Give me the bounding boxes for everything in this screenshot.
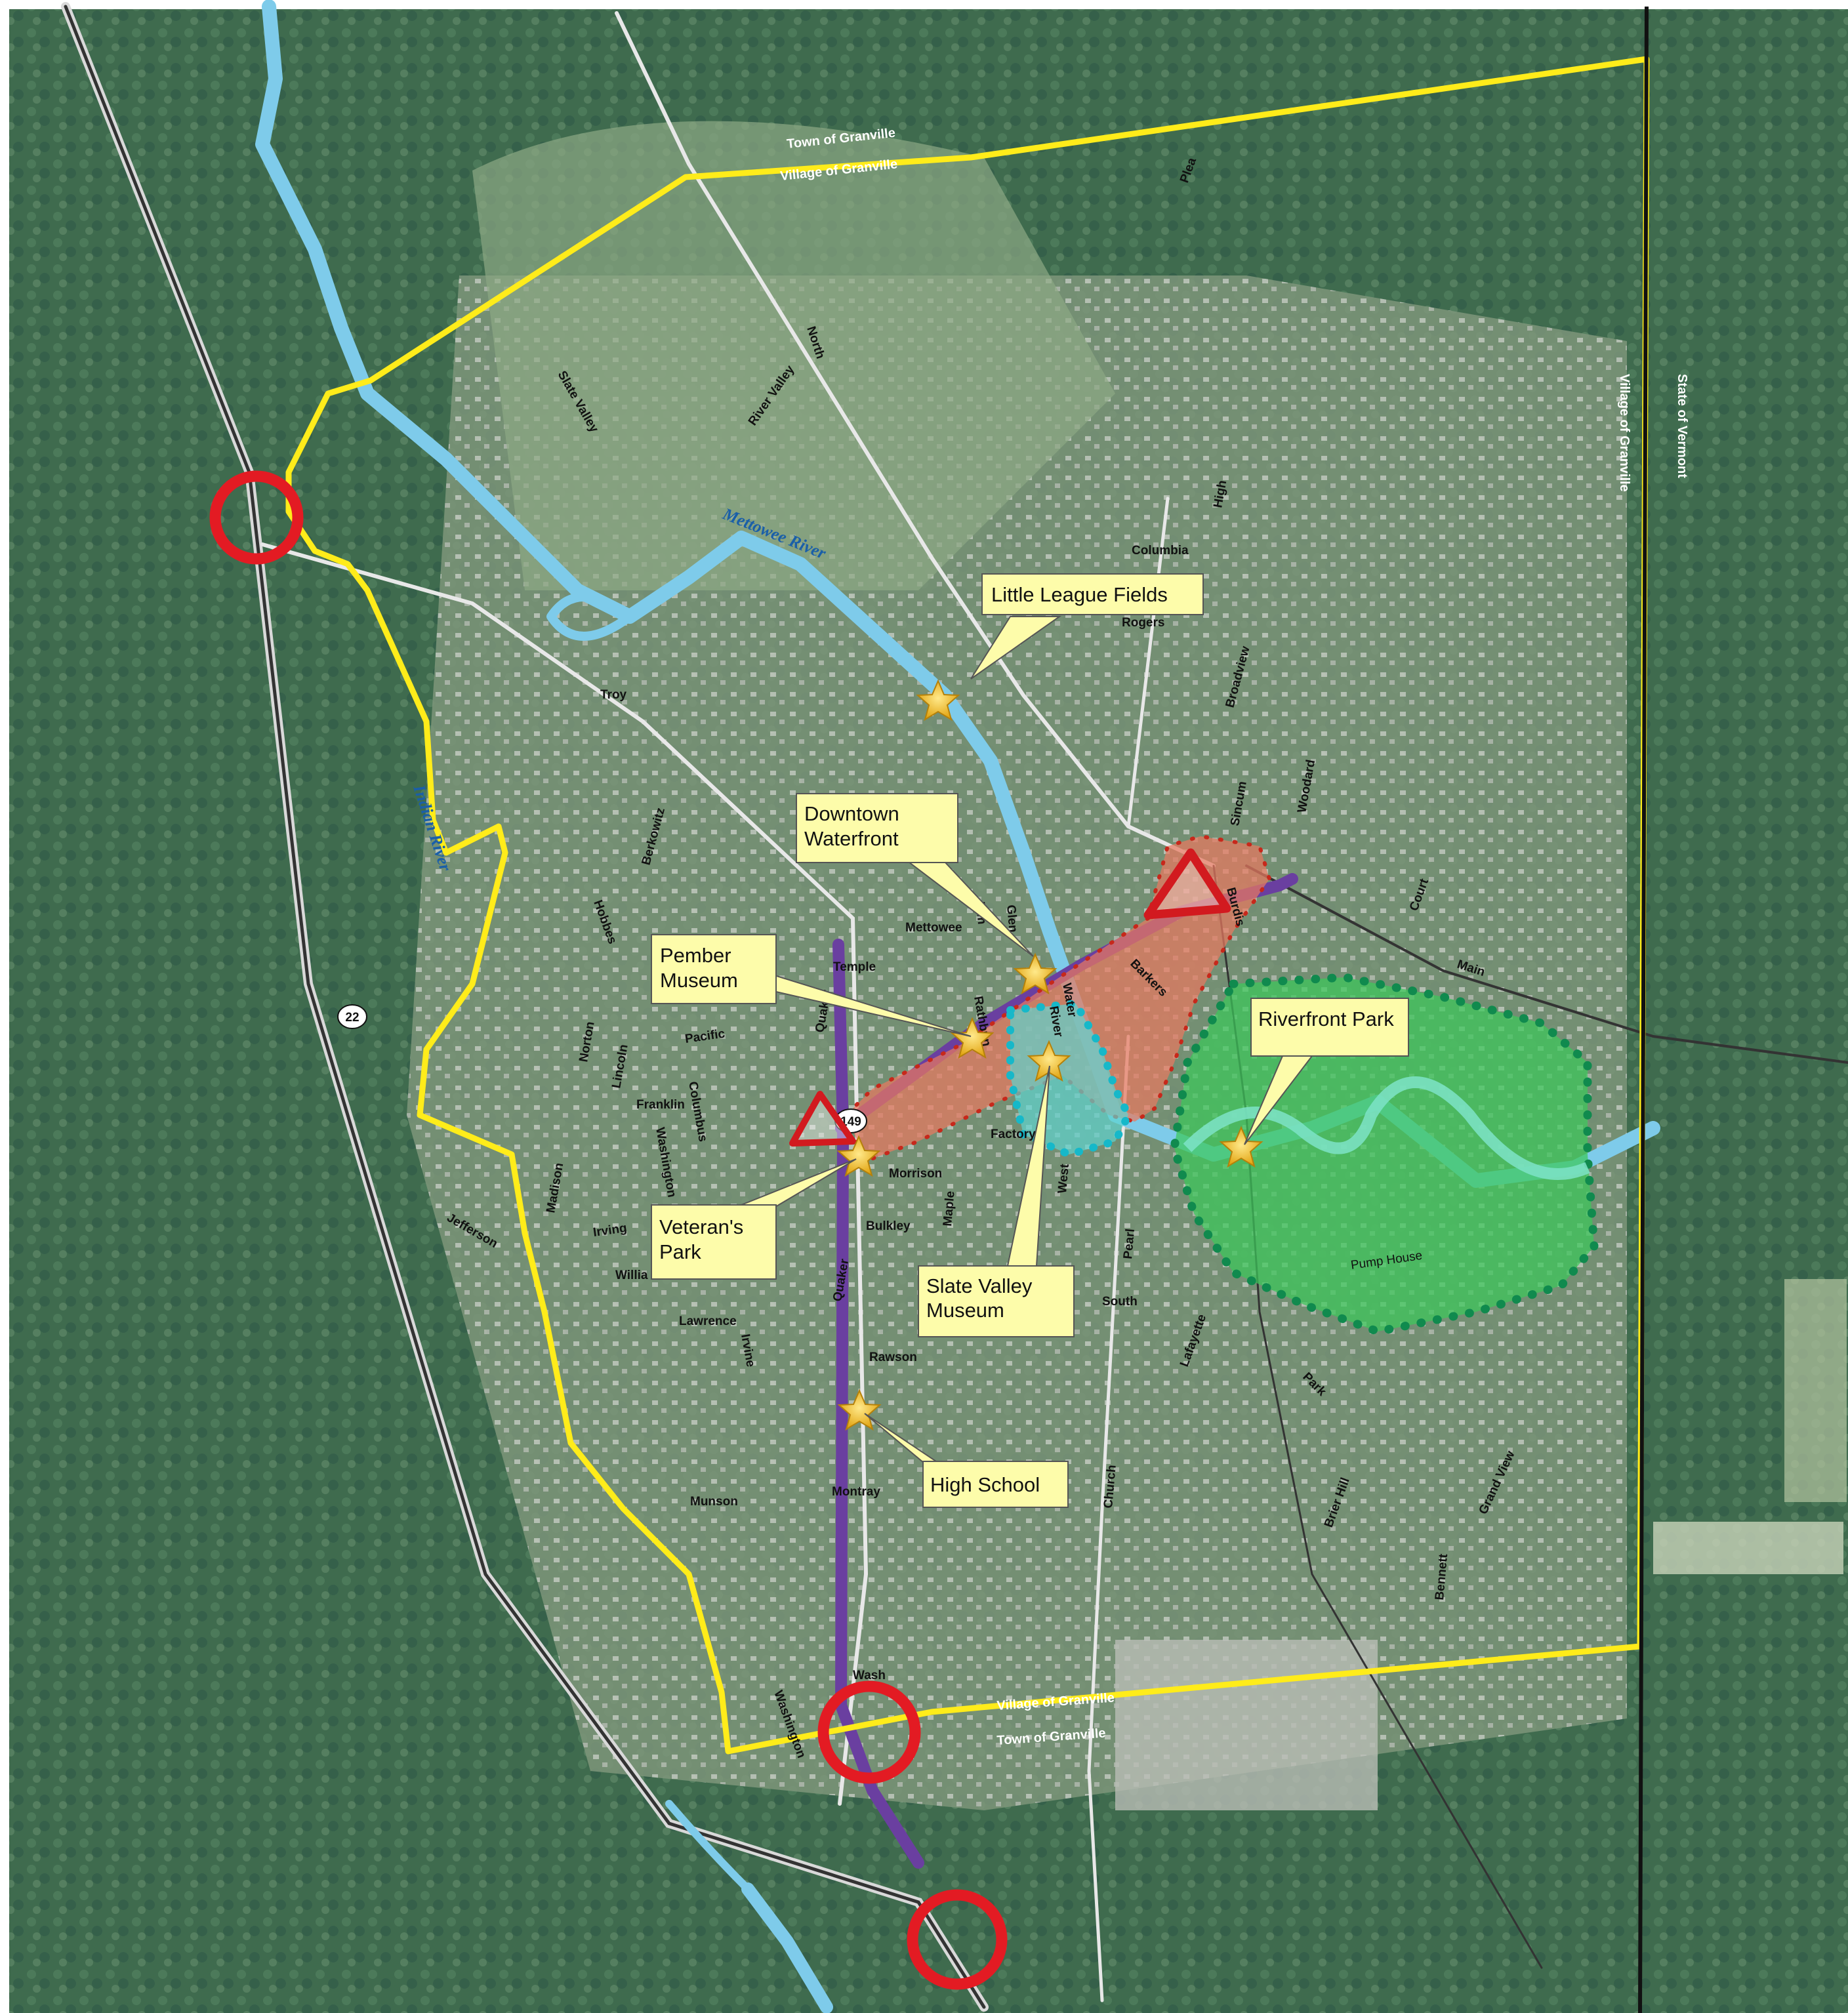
street-label: West xyxy=(1056,1163,1072,1194)
callout-slate-text-1: Slate Valley xyxy=(926,1274,1033,1297)
gateway-circle-northwest xyxy=(209,470,304,565)
street-label: South xyxy=(1102,1295,1138,1309)
callout-little-league-text: Little League Fields xyxy=(991,583,1168,606)
industrial-area xyxy=(1115,1640,1378,1810)
callout-downtown-text-2: Waterfront xyxy=(804,827,899,850)
callout-pember[interactable]: Pember Museum xyxy=(651,934,972,1037)
callout-riverfront[interactable]: Riverfront Park xyxy=(1244,998,1409,1145)
street-label: Rogers xyxy=(1122,616,1164,630)
star-downtown xyxy=(1013,952,1057,995)
route-22-shield: 22 xyxy=(337,1004,367,1029)
star-markers xyxy=(836,679,1263,1431)
street-label: Morrison xyxy=(889,1167,942,1181)
village-boundary xyxy=(285,56,1650,1755)
street-label: Rawson xyxy=(869,1351,917,1364)
street-label: Montray xyxy=(832,1485,880,1499)
callout-veterans[interactable]: Veteran's Park xyxy=(651,1158,857,1280)
route-149 xyxy=(832,939,924,1869)
star-little-league xyxy=(916,679,960,722)
street-label: Temple xyxy=(833,960,876,974)
callout-riverfront-text: Riverfront Park xyxy=(1258,1007,1394,1030)
callout-downtown[interactable]: Downtown Waterfront xyxy=(796,793,1034,957)
street-label: Columbia xyxy=(1132,544,1189,558)
open-fields xyxy=(472,121,1115,591)
callout-veterans-text-1: Veteran's xyxy=(659,1215,743,1238)
callout-highschool-text: High School xyxy=(930,1473,1040,1496)
star-riverfront xyxy=(1219,1126,1263,1168)
street-label: Troy xyxy=(600,688,627,702)
gateway-triangle-east xyxy=(1143,848,1231,920)
callout-highschool[interactable]: High School xyxy=(864,1413,1069,1508)
callout-pember-text-1: Pember xyxy=(660,944,731,967)
svg-text:22: 22 xyxy=(345,1011,359,1025)
street-label: Willia xyxy=(615,1269,648,1282)
street-label: Mettowee xyxy=(905,921,962,935)
callout-slate[interactable]: Slate Valley Museum xyxy=(918,1065,1075,1337)
street-label: Munson xyxy=(690,1495,738,1509)
callout-slate-text-2: Museum xyxy=(926,1299,1004,1322)
star-high-school xyxy=(837,1389,882,1431)
gateway-circle-southeast xyxy=(907,1889,1008,1990)
street-label: Pearl xyxy=(1121,1228,1138,1259)
state-line xyxy=(1638,6,1649,2013)
callout-little-league[interactable]: Little League Fields xyxy=(970,573,1204,680)
star-veterans xyxy=(836,1135,881,1177)
callout-veterans-text-2: Park xyxy=(659,1240,701,1263)
street-label: Bulkley xyxy=(866,1219,911,1233)
street-label: Franklin xyxy=(636,1098,685,1112)
gateway-triangle-west xyxy=(789,1091,856,1147)
callout-downtown-text-1: Downtown xyxy=(804,802,899,825)
village-of-granville-label-right: Village of Granville xyxy=(1617,374,1632,492)
gateway-circle-south xyxy=(817,1680,921,1784)
street-label: Lawrence xyxy=(679,1314,737,1328)
callout-pember-text-2: Museum xyxy=(660,969,738,992)
street-label: Maple xyxy=(941,1190,958,1227)
street-label: Factory xyxy=(991,1128,1036,1141)
street-label: Wash xyxy=(853,1669,886,1682)
state-of-vermont-label: State of Vermont xyxy=(1675,374,1689,478)
